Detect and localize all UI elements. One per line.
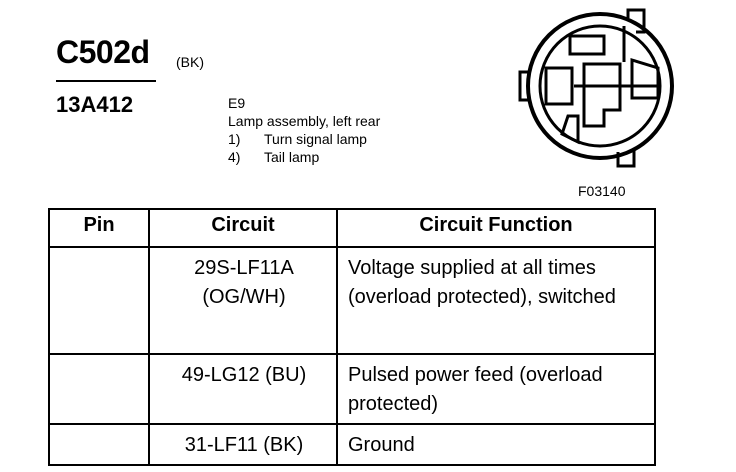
circuit-line-1: 29S-LF11A bbox=[194, 257, 294, 279]
table-header-row: Pin Circuit Circuit Function bbox=[48, 208, 656, 248]
pin-cell bbox=[48, 246, 150, 355]
header-circuit-function: Circuit Function bbox=[336, 208, 656, 248]
pin-circuit-table: Pin Circuit Circuit Function 29S-LF11A (… bbox=[48, 208, 656, 466]
connector-description: E9 Lamp assembly, left rear 1) Turn signa… bbox=[228, 94, 380, 166]
function-cell: Voltage supplied at all times (overload … bbox=[336, 246, 656, 355]
circuit-cell: 29S-LF11A (OG/WH) bbox=[148, 246, 338, 355]
terminal-cavity-center bbox=[582, 62, 622, 128]
table-row: 31-LF11 (BK) Ground bbox=[48, 423, 656, 466]
table-row: 29S-LF11A (OG/WH) Voltage supplied at al… bbox=[48, 246, 656, 355]
pin-note-2-label: Tail lamp bbox=[264, 149, 320, 165]
component-description: Lamp assembly, left rear bbox=[228, 113, 381, 129]
terminal-cavity-top bbox=[568, 34, 606, 56]
table-row: 49-LG12 (BU) Pulsed power feed (overload… bbox=[48, 353, 656, 425]
terminal-cavity-right bbox=[630, 57, 660, 100]
circuit-cell: 49-LG12 (BU) bbox=[148, 353, 338, 425]
connector-side-key bbox=[518, 70, 528, 102]
connector-latch-tab bbox=[626, 8, 646, 34]
function-line-1: Ground bbox=[348, 434, 415, 456]
function-line-2: (overload protected), switched bbox=[348, 286, 616, 308]
connector-color-code: (BK) bbox=[176, 54, 204, 70]
pin-note-2: 4) Tail lamp bbox=[228, 148, 380, 166]
circuit-line-1: 31-LF11 (BK) bbox=[184, 434, 304, 456]
figure-code: F03140 bbox=[578, 183, 626, 199]
function-cell: Pulsed power feed (overload protected) bbox=[336, 353, 656, 425]
title-rule bbox=[56, 80, 156, 82]
pin-note-1-number: 1) bbox=[228, 131, 241, 147]
location-code: E9 bbox=[228, 95, 246, 111]
pin-note-1: 1) Turn signal lamp bbox=[228, 130, 380, 148]
circuit-cell: 31-LF11 (BK) bbox=[148, 423, 338, 466]
header-circuit: Circuit bbox=[148, 208, 338, 248]
part-number: 13A412 bbox=[56, 92, 134, 117]
pin-note-2-number: 4) bbox=[228, 149, 241, 165]
pin-note-1-label: Turn signal lamp bbox=[264, 131, 367, 147]
connector-face-diagram bbox=[518, 8, 674, 168]
connector-id: C502d bbox=[56, 34, 150, 70]
header-pin: Pin bbox=[48, 208, 150, 248]
terminal-cavity-left bbox=[544, 66, 574, 106]
pin-cell bbox=[48, 423, 150, 466]
connector-outer-ring bbox=[526, 12, 674, 160]
connector-bottom-tab bbox=[616, 148, 636, 168]
function-line-2: protected) bbox=[348, 393, 439, 415]
circuit-line-2: (OG/WH) bbox=[202, 286, 286, 308]
function-line-1: Pulsed power feed (overload bbox=[348, 364, 603, 386]
pin-cell bbox=[48, 353, 150, 425]
terminal-cavity-bottom bbox=[560, 114, 580, 145]
circuit-line-1: 49-LG12 (BU) bbox=[181, 364, 307, 386]
function-cell: Ground bbox=[336, 423, 656, 466]
function-line-1: Voltage supplied at all times bbox=[348, 257, 596, 279]
